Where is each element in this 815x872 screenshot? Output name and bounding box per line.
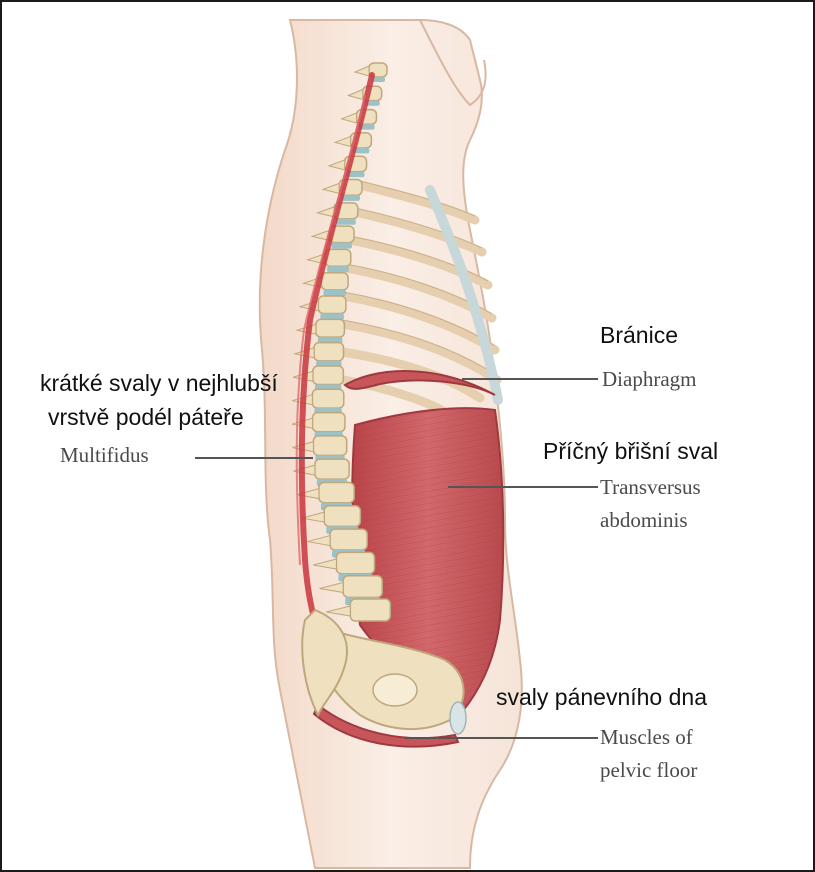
pubic-symphysis [450, 702, 466, 734]
transversus-label-cz: Příčný břišní sval [543, 440, 718, 463]
vertebra [321, 273, 348, 290]
vertebra [313, 366, 343, 385]
vertebra [324, 506, 360, 527]
vertebra [312, 389, 343, 408]
diaphragm-label-en: Diaphragm [602, 367, 696, 391]
transversus-label-en-line1: Transversus [600, 475, 701, 499]
intervertebral-disc [336, 219, 356, 225]
diaphragm-pointer [462, 378, 598, 380]
intervertebral-disc [323, 290, 346, 296]
vertebra [314, 343, 343, 361]
multifidus-label-cz-line1: krátké svaly v nejhlubší [40, 372, 278, 395]
transversus-label-en-line2: abdominis [600, 508, 688, 532]
vertebra [316, 319, 345, 337]
pelvic-floor-label-cz: svaly pánevního dna [496, 686, 707, 709]
multifidus-label-cz-line2: vrstvě podél páteře [48, 406, 244, 429]
multifidus-pointer [195, 457, 313, 459]
vertebra [330, 529, 367, 550]
vertebra [313, 413, 345, 432]
intervertebral-disc [327, 266, 349, 272]
diaphragm-label-cz: Bránice [600, 324, 678, 347]
pelvic-floor-label-en-line1: Muscles of [600, 725, 693, 749]
vertebra [315, 459, 349, 479]
vertebra [350, 599, 390, 621]
vertebra [343, 576, 382, 598]
pelvic-floor-pointer [405, 737, 598, 739]
vertebra [313, 436, 346, 456]
pelvic-floor-label-en-line2: pelvic floor [600, 758, 697, 782]
transversus-pointer [448, 486, 598, 488]
intervertebral-disc [331, 243, 352, 249]
vertebra [336, 552, 374, 573]
multifidus-label-en: Multifidus [60, 443, 149, 467]
vertebra [318, 296, 346, 313]
vertebra [319, 482, 354, 502]
